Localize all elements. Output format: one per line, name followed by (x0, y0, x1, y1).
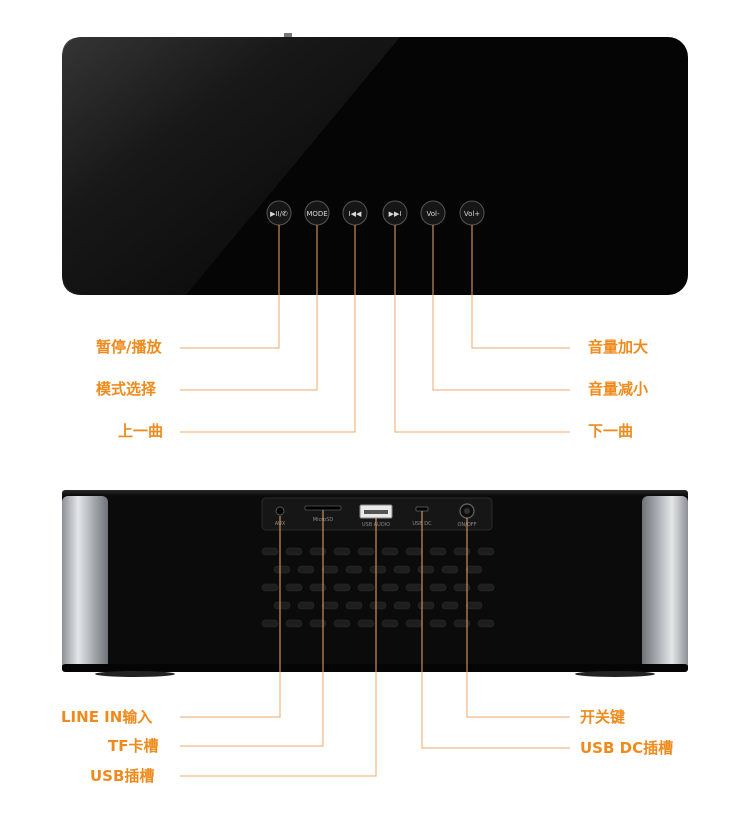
grille-slot (321, 565, 339, 574)
grille-slot (285, 547, 303, 556)
glass-reflection (62, 37, 400, 295)
grille-slot (417, 601, 435, 610)
grille-slot (261, 619, 279, 628)
label-volume-up: 音量加大 (588, 338, 649, 356)
top-leader-lines (180, 225, 570, 433)
grille-slot (393, 601, 411, 610)
grille-slot (381, 547, 399, 556)
label-tf-slot: TF卡槽 (108, 737, 159, 755)
volume-up-button[interactable]: Vol+ (459, 200, 485, 226)
grille-slot (261, 547, 279, 556)
grille-slot (405, 619, 423, 628)
grille-slot (345, 565, 363, 574)
foot-left (95, 671, 175, 677)
foot-right (575, 671, 655, 677)
grille-slot (429, 619, 447, 628)
volume-down-button[interactable]: Vol- (420, 200, 446, 226)
grille-slot (357, 583, 375, 592)
label-play-pause: 暂停/播放 (96, 338, 162, 356)
grille-slot (417, 565, 435, 574)
mode-button[interactable]: MODE (304, 200, 330, 226)
label-volume-down: 音量减小 (588, 380, 649, 398)
grille-slot (453, 583, 471, 592)
grille-slot (429, 583, 447, 592)
grille-slot (285, 583, 303, 592)
speaker-top-view: ▶II/✆ MODE I◀◀ ▶▶I Vol- Vol+ (62, 33, 688, 433)
grille-slot (405, 547, 423, 556)
rear-bottom-edge (62, 664, 688, 672)
grille-slot (369, 601, 387, 610)
grille-slot (285, 619, 303, 628)
grille-slot (357, 619, 375, 628)
grille-slot (465, 565, 483, 574)
grille-slot (357, 547, 375, 556)
grille-slot (369, 565, 387, 574)
grille-slot (477, 583, 495, 592)
right-metal-cap (642, 496, 688, 670)
top-edge-switch (284, 33, 292, 38)
grille-slot (465, 601, 483, 610)
label-mode-select: 模式选择 (96, 380, 157, 398)
grille-slot (309, 583, 327, 592)
grille-slot (453, 619, 471, 628)
svg-text:MODE: MODE (306, 210, 327, 218)
grille-slot (477, 547, 495, 556)
svg-text:▶▶I: ▶▶I (389, 210, 402, 218)
grille-slot (429, 547, 447, 556)
svg-text:I◀◀: I◀◀ (349, 210, 362, 218)
grille-slot (273, 565, 291, 574)
grille-slot (333, 547, 351, 556)
left-metal-cap (62, 496, 108, 670)
grille-slot (381, 619, 399, 628)
grille-slot (333, 619, 351, 628)
label-usb-slot: USB插槽 (90, 767, 155, 785)
grille-slot (261, 583, 279, 592)
label-line-in: LINE IN输入 (61, 708, 153, 726)
svg-text:Vol+: Vol+ (464, 210, 480, 218)
rear-leader-lines (180, 510, 570, 777)
grille-slot (333, 583, 351, 592)
label-next: 下一曲 (588, 422, 634, 440)
grille-slot (477, 619, 495, 628)
grille-slot (345, 601, 363, 610)
grille-slot (453, 547, 471, 556)
grille-slot (405, 583, 423, 592)
label-previous: 上一曲 (118, 422, 164, 440)
grille-slot (297, 565, 315, 574)
svg-text:Vol-: Vol- (427, 210, 440, 218)
grille-slot (309, 547, 327, 556)
grille-slot (441, 565, 459, 574)
label-power-switch: 开关键 (580, 708, 626, 726)
next-button[interactable]: ▶▶I (382, 200, 408, 226)
speaker-rear-view: AUX MicroSD USB AUDIO USB DC ON/OFF (62, 490, 688, 777)
svg-text:▶II/✆: ▶II/✆ (270, 210, 288, 218)
grille-slot (381, 583, 399, 592)
play-pause-button[interactable]: ▶II/✆ (266, 200, 292, 226)
previous-button[interactable]: I◀◀ (342, 200, 368, 226)
label-usb-dc-slot: USB DC插槽 (580, 739, 674, 757)
grille-slot (393, 565, 411, 574)
grille-slot (297, 601, 315, 610)
speaker-grille (261, 547, 495, 628)
grille-slot (273, 601, 291, 610)
grille-slot (309, 619, 327, 628)
grille-slot (321, 601, 339, 610)
grille-slot (441, 601, 459, 610)
